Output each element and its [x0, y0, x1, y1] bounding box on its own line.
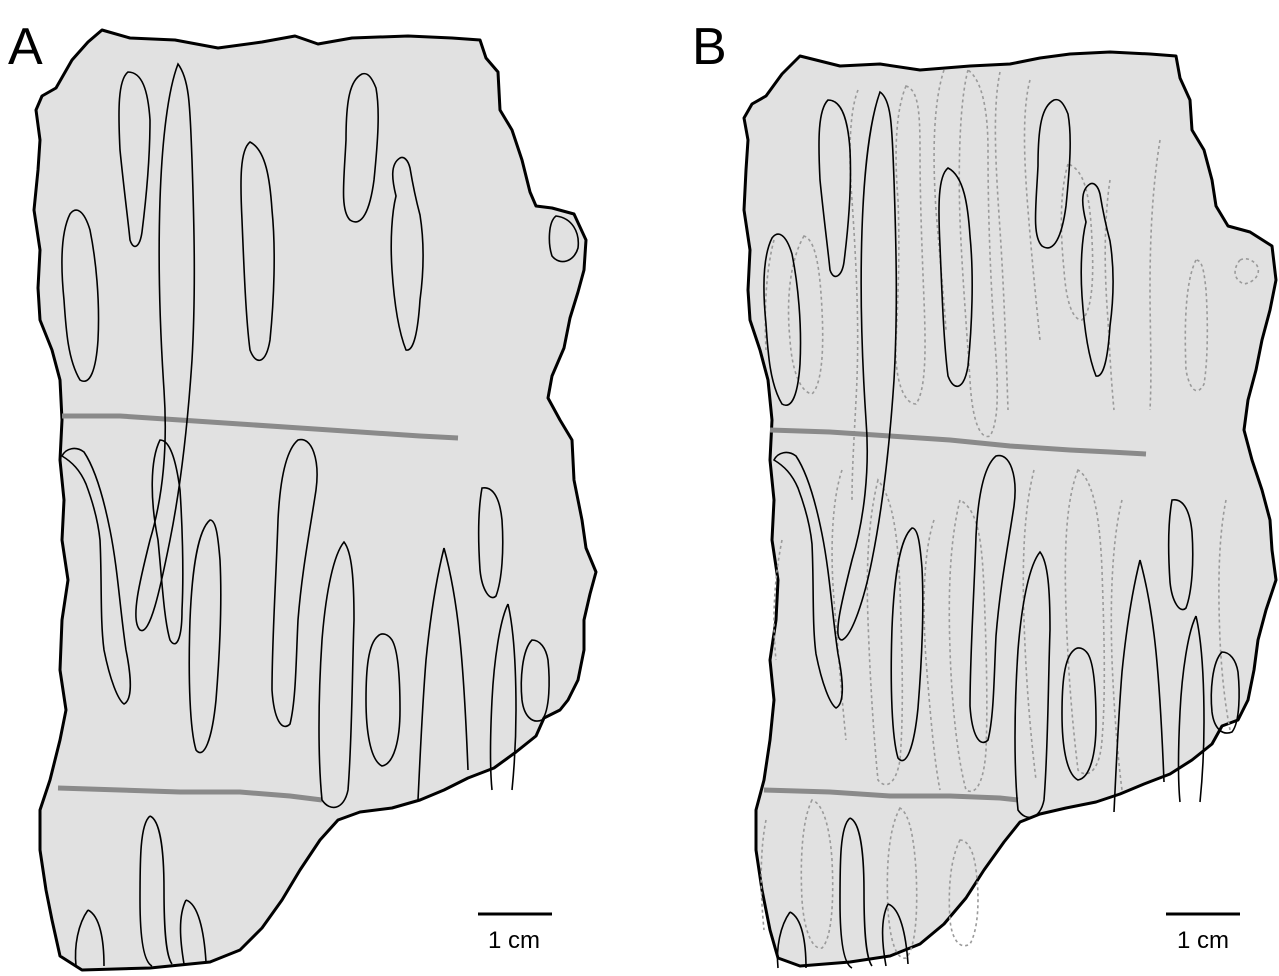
panel-a-letter: A — [8, 18, 43, 76]
panel-b-letter: B — [692, 18, 727, 76]
panel-a-scale-label: 1 cm — [488, 927, 540, 954]
panel-a: A 1 cm — [8, 18, 596, 970]
panel-b-specimen-outline — [744, 52, 1276, 966]
panel-b-scale-label: 1 cm — [1177, 927, 1229, 954]
panel-b: B — [692, 18, 1276, 968]
